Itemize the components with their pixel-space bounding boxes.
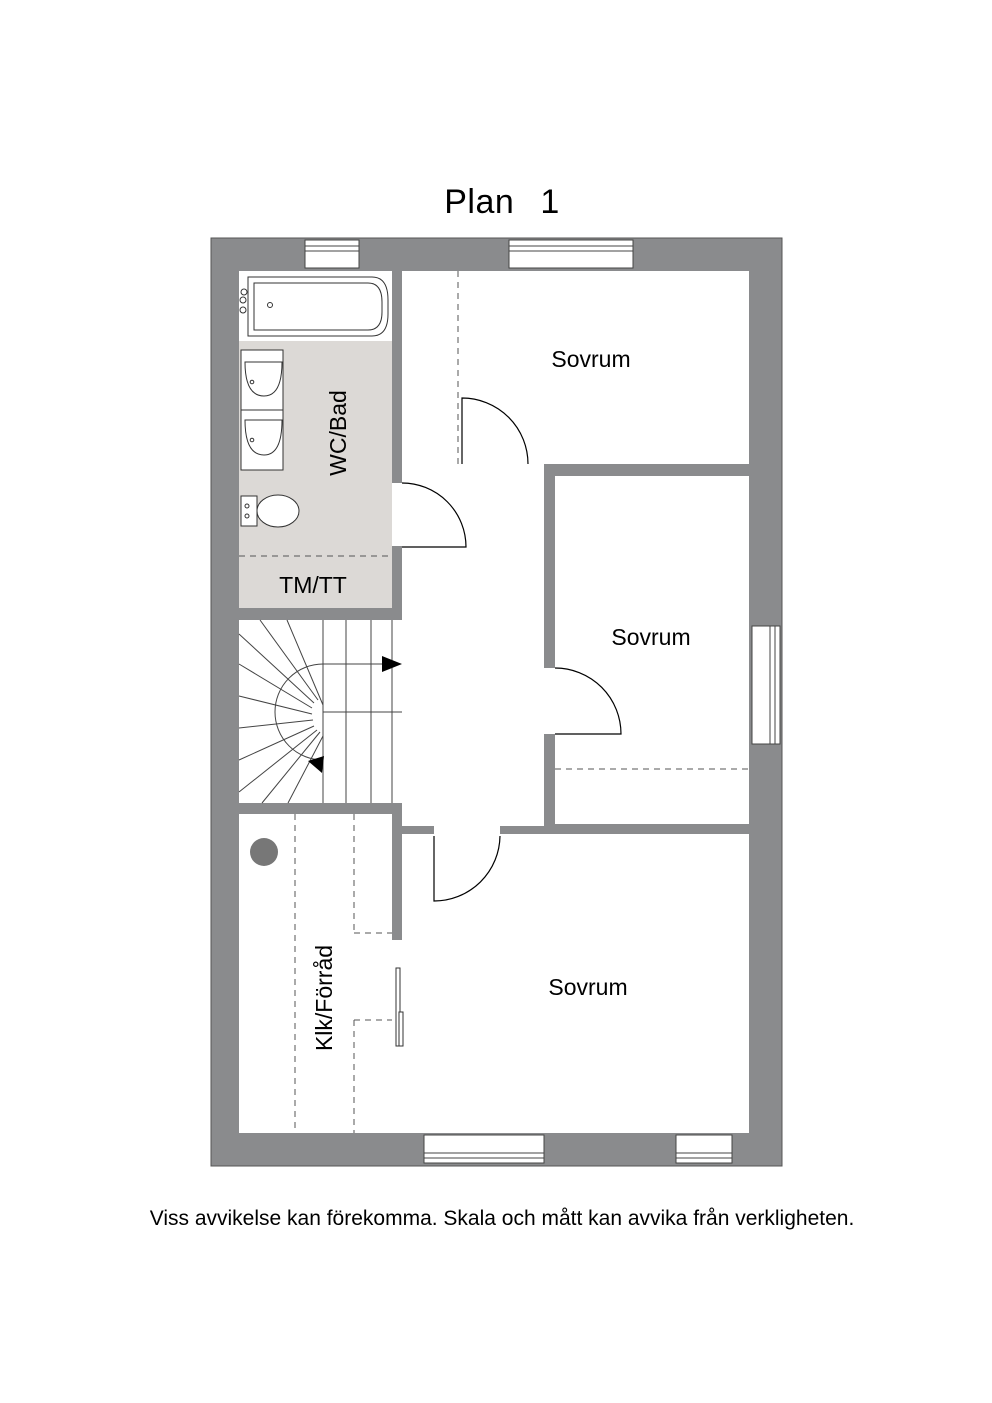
door-bottom-bedroom <box>433 835 501 902</box>
window-bottom-left <box>423 1134 545 1164</box>
disclaimer-text: Viss avvikelse kan förekomma. Skala och … <box>149 1207 855 1230</box>
toilet <box>240 494 300 528</box>
stair-arrow-down <box>308 756 324 773</box>
door-top-bedroom <box>461 397 529 465</box>
window-top-left <box>304 239 360 269</box>
label-bedroom-top: Sovrum <box>551 346 630 372</box>
window-right <box>751 625 781 745</box>
label-bedroom-middle: Sovrum <box>611 624 690 650</box>
label-bedroom-bottom: Sovrum <box>548 974 627 1000</box>
middle-door-gap <box>544 668 555 734</box>
door-swings <box>401 397 622 902</box>
bathtub <box>239 276 389 337</box>
sliding-door <box>395 967 404 1047</box>
staircase <box>238 619 402 804</box>
storage-floor <box>239 814 392 1133</box>
windows <box>304 239 781 1164</box>
label-laundry: TM/TT <box>279 572 347 598</box>
label-bathroom: WC/Bad <box>325 390 351 476</box>
plan-title-label: Plan <box>444 183 515 221</box>
plan-title: Plan 1 <box>0 183 992 222</box>
bedroom-bottom-floor <box>402 834 749 1133</box>
stair-arrow-right <box>382 656 402 672</box>
wall-outlines <box>210 237 783 1167</box>
bath-door-gap <box>392 483 402 546</box>
door-middle-bedroom <box>554 667 622 735</box>
top-door-gap <box>462 464 534 474</box>
bedroom-middle-floor <box>555 476 749 824</box>
sinks <box>240 349 284 471</box>
window-top-right <box>508 239 634 269</box>
door-bathroom <box>401 482 467 548</box>
window-bottom-right <box>675 1134 733 1164</box>
boiler-icon <box>250 838 278 866</box>
label-storage: Klk/Förråd <box>311 945 337 1051</box>
bottom-door-gap <box>434 826 500 836</box>
plan-number: 1 <box>540 183 560 221</box>
bedroom-top-floor <box>402 271 749 464</box>
dashed-lines <box>239 271 749 1133</box>
